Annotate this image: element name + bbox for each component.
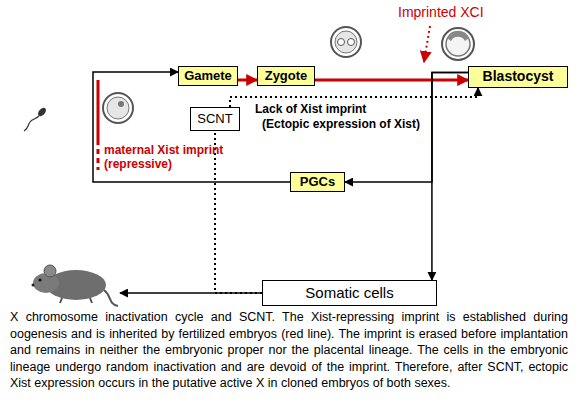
figure-caption: X chromosome inactivation cycle and SCNT…	[10, 309, 568, 392]
annotation: maternal Xist imprint (repressive)	[104, 143, 274, 172]
node-label: Zygote	[265, 69, 308, 83]
node-label: Blastocyst	[483, 69, 554, 84]
node-label: Somatic cells	[305, 285, 393, 302]
stage-box: PGCs	[290, 172, 345, 192]
stage-box: Gamete	[178, 66, 238, 86]
sperm-icon	[24, 106, 48, 131]
cell-box: Somatic cells	[262, 280, 437, 306]
node-label: Gamete	[184, 69, 232, 83]
annotation: Imprinted XCI	[398, 4, 538, 21]
maternal-line	[97, 80, 100, 140]
stage-box: Blastocyst	[468, 66, 568, 88]
process-box: SCNT	[190, 107, 240, 131]
imprint-pointer	[424, 26, 430, 62]
node-label: SCNT	[197, 112, 232, 126]
annotation: Lack of Xist imprint	[255, 102, 435, 116]
node-label: PGCs	[300, 175, 335, 189]
maternal-line-dashed	[97, 140, 100, 170]
egg-icon	[103, 93, 133, 123]
arrow-connector	[238, 79, 257, 82]
zygote-icon	[331, 27, 361, 57]
mouse-illustration	[32, 265, 119, 306]
stage-box: Zygote	[257, 66, 315, 86]
arrow-connector	[432, 73, 468, 280]
blastocyst-icon	[442, 28, 474, 60]
arrow-connector	[93, 72, 290, 182]
arrow-connector	[315, 79, 468, 82]
annotation: (Ectopic expression of Xist)	[262, 117, 462, 131]
